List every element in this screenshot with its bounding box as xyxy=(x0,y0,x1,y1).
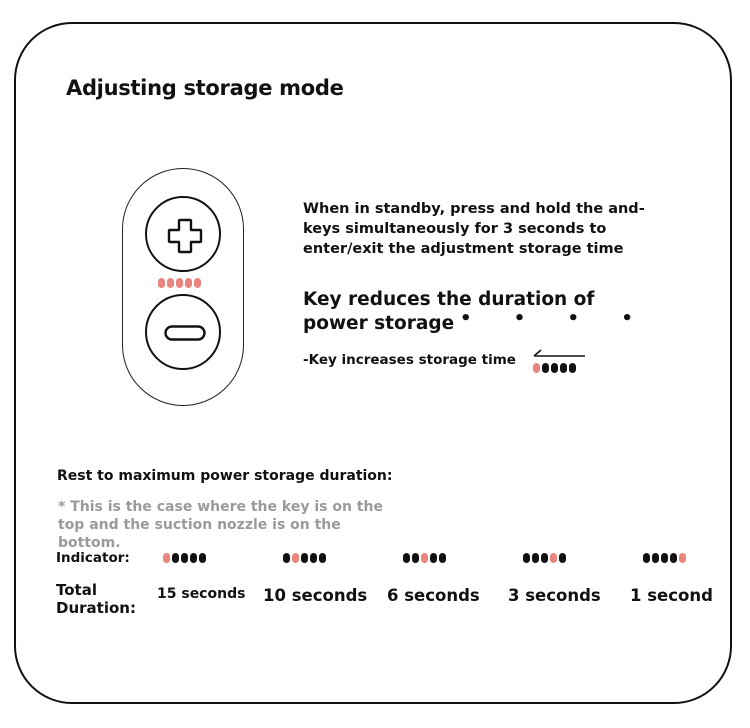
level-duration: 10 seconds xyxy=(263,586,368,605)
indicator-light xyxy=(199,553,206,563)
remote-body xyxy=(122,168,244,406)
page-title: Adjusting storage mode xyxy=(66,76,344,100)
level-duration: 1 second xyxy=(630,586,713,605)
orientation-note: * This is the case where the key is on t… xyxy=(58,499,383,551)
level-indicator xyxy=(643,553,686,563)
indicator-light xyxy=(163,553,170,563)
minus-icon xyxy=(164,325,206,341)
minus-button[interactable] xyxy=(145,294,221,370)
indicator-light xyxy=(542,363,549,373)
indicator-light xyxy=(541,553,548,563)
indicator-light xyxy=(661,553,668,563)
level-indicator xyxy=(283,553,326,563)
indicator-light xyxy=(569,363,576,373)
level-duration: 6 seconds xyxy=(387,586,480,605)
indicator-light xyxy=(283,553,290,563)
arrow-left-icon xyxy=(533,349,585,357)
level-duration: 15 seconds xyxy=(157,586,246,602)
reduce-dots: • • • • xyxy=(460,308,651,329)
indicator-light xyxy=(560,363,567,373)
reduce-instruction: Key reduces the duration of power storag… xyxy=(303,289,595,334)
indicator-light xyxy=(172,553,179,563)
indicator-light xyxy=(670,553,677,563)
indicator-light xyxy=(185,278,192,288)
indicator-label: Indicator: xyxy=(56,550,130,566)
indicator-light xyxy=(551,363,558,373)
indicator-light xyxy=(190,553,197,563)
level-indicator xyxy=(523,553,566,563)
indicator-light xyxy=(643,553,650,563)
indicator-light xyxy=(559,553,566,563)
indicator-light xyxy=(532,553,539,563)
panel-frame xyxy=(14,22,732,704)
remote-indicator xyxy=(158,278,201,288)
indicator-light xyxy=(652,553,659,563)
indicator-light xyxy=(292,553,299,563)
indicator-light xyxy=(421,553,428,563)
indicator-light xyxy=(679,553,686,563)
indicator-light xyxy=(412,553,419,563)
plus-icon xyxy=(167,218,203,254)
level-indicator xyxy=(403,553,446,563)
indicator-light xyxy=(523,553,530,563)
indicator-light xyxy=(550,553,557,563)
indicator-light xyxy=(403,553,410,563)
level-duration: 3 seconds xyxy=(508,586,601,605)
standby-instruction: When in standby, press and hold the and-… xyxy=(303,201,645,257)
indicator-light xyxy=(194,278,201,288)
indicator-light xyxy=(167,278,174,288)
rest-heading: Rest to maximum power storage duration: xyxy=(57,468,393,484)
indicator-light xyxy=(430,553,437,563)
indicator-light xyxy=(181,553,188,563)
indicator-light xyxy=(439,553,446,563)
indicator-light xyxy=(319,553,326,563)
indicator-light xyxy=(310,553,317,563)
total-duration-label: Total Duration: xyxy=(56,581,136,617)
indicator-light xyxy=(533,363,540,373)
indicator-light xyxy=(176,278,183,288)
plus-button[interactable] xyxy=(145,196,221,272)
increase-indicator xyxy=(533,363,576,373)
indicator-light xyxy=(158,278,165,288)
indicator-light xyxy=(301,553,308,563)
level-indicator xyxy=(163,553,206,563)
increase-instruction: -Key increases storage time xyxy=(303,352,516,368)
